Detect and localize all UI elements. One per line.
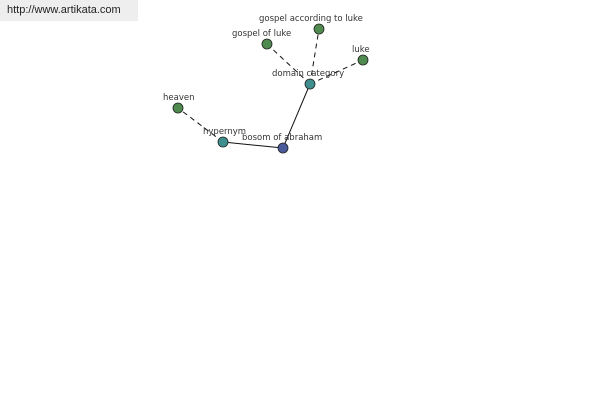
source-link[interactable]: http://www.artikata.com [0,0,138,21]
edge-hypernym-heaven [177,107,224,143]
node-luke[interactable]: luke [352,45,370,66]
node-label: heaven [163,93,194,103]
graph-edges [177,28,364,149]
node-gospel-acc[interactable]: gospel according to luke [259,14,363,35]
node-label: bosom of abraham [242,133,322,143]
node-label: domain category [272,69,344,79]
node-bosom[interactable]: bosom of abraham [242,133,322,154]
node-label: hypernym [203,127,246,137]
node-label: gospel according to luke [259,14,363,24]
edge-bosom-hypernym [222,141,284,149]
edge-domain-luke [309,59,364,85]
node-marker[interactable] [217,136,229,148]
node-marker[interactable] [277,142,289,154]
edge-domain-gospel_luke [266,43,311,85]
node-marker[interactable] [357,54,369,66]
node-hypernym[interactable]: hypernym [203,127,246,148]
node-gospel-luke[interactable]: gospel of luke [232,29,291,50]
edge-bosom-domain [282,83,311,149]
node-heaven[interactable]: heaven [163,93,194,114]
node-marker[interactable] [313,23,325,35]
node-marker[interactable] [172,102,184,114]
edge-domain-gospel_acc [309,28,320,85]
node-marker[interactable] [304,78,316,90]
node-label: luke [352,45,370,55]
node-domain[interactable]: domain category [272,69,344,90]
node-marker[interactable] [261,38,273,50]
node-label: gospel of luke [232,29,291,39]
